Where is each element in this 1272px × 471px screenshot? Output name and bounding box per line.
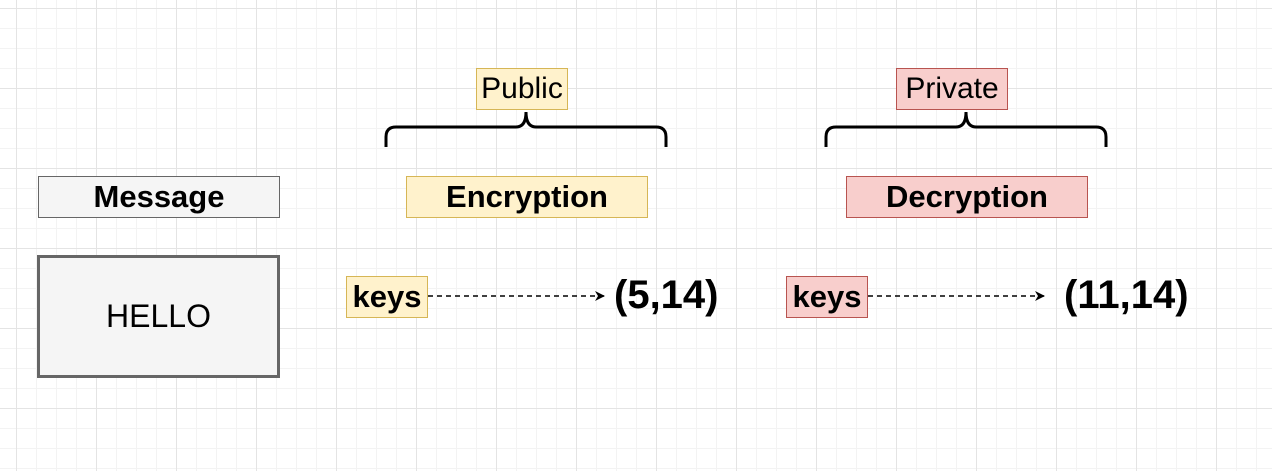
public-curly-brace [384, 111, 668, 147]
encryption-keys-value: (5,14) [614, 273, 719, 317]
message-header: Message [38, 176, 280, 218]
message-box: HELLO [37, 255, 280, 378]
private-key-label: Private [896, 68, 1008, 110]
public-key-label: Public [476, 68, 568, 110]
private-curly-brace [824, 111, 1108, 147]
decryption-header: Decryption [846, 176, 1088, 218]
encryption-header: Encryption [406, 176, 648, 218]
decryption-keys-label: keys [786, 276, 868, 318]
decryption-keys-value: (11,14) [1064, 273, 1189, 317]
encryption-keys-label: keys [346, 276, 428, 318]
